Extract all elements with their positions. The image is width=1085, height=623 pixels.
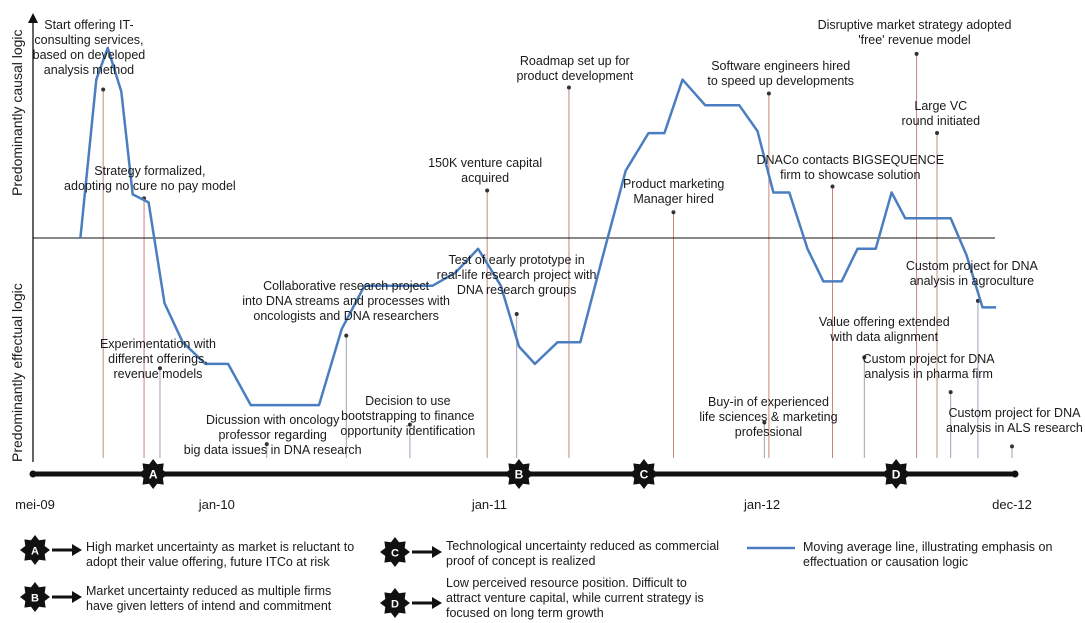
phase-badge-label: A: [149, 468, 158, 482]
y-axis-label-causal: Predominantly causal logic: [9, 29, 25, 196]
annotation-label: Custom project for DNA analysis in ALS r…: [946, 406, 1083, 436]
phase-badge-label: C: [640, 468, 649, 482]
legend-arrow-icon: [52, 544, 82, 556]
svg-text:D: D: [391, 599, 399, 611]
legend-text-c: Technological uncertainty reduced as com…: [446, 539, 720, 568]
annotation-pin-dot: [762, 420, 767, 425]
phase-badge-icon: [503, 459, 534, 489]
annotation-pin-dot: [1010, 444, 1014, 449]
annotation-pin-dot: [948, 390, 953, 395]
annotation-pin-dot: [671, 210, 676, 215]
annotation-pin-dot: [914, 51, 919, 56]
x-tick-label: jan-10: [198, 497, 235, 512]
phase-marker-c: C: [628, 459, 659, 489]
annotation-pin-dot: [566, 85, 571, 90]
annotation-label: Value offering extended with data alignm…: [818, 315, 950, 345]
annotation-label: Disruptive market strategy adopted 'free…: [817, 17, 1012, 47]
annotation-label: Large VC round initiated: [901, 99, 981, 129]
annotation-pin-dot: [766, 91, 771, 96]
phase-markers: A B C D: [138, 459, 912, 489]
legend-badge-a-icon: A: [20, 535, 50, 565]
svg-text:C: C: [391, 548, 399, 560]
annotation-label: Strategy formalized, adopting no cure no…: [64, 164, 236, 194]
annotation-label: Collaborative research project into DNA …: [242, 278, 450, 323]
y-axis-label-effectual: Predominantly effectual logic: [9, 283, 25, 462]
annotation-pin-dot: [157, 366, 162, 371]
annotation-pin-dot: [862, 355, 867, 360]
annotation-pin-dot: [830, 184, 835, 189]
phase-badge-icon: [628, 459, 659, 489]
phase-badge-icon: [138, 459, 169, 489]
legend-text-d: Low perceived resource position. Difficu…: [446, 576, 704, 620]
legend-line-swatch: [747, 546, 795, 550]
legend-text-b: Market uncertainty reduced as multiple f…: [86, 584, 332, 613]
annotation-label: DNACo contacts BIGSEQUENCE firm to showc…: [756, 152, 945, 182]
legend-badge-d-icon: D: [380, 588, 410, 618]
timeline-end-dot: [1011, 470, 1019, 478]
phase-badge-label: B: [515, 468, 524, 482]
legend-badge-c-icon: C: [380, 537, 410, 567]
annotation-label: Decision to use bootstrapping to finance…: [340, 393, 476, 438]
phase-marker-d: D: [881, 459, 912, 489]
annotation-label: 150K venture capital acquired: [428, 156, 543, 186]
annotation-label: Test of early prototype in real-life res…: [436, 252, 597, 297]
phase-marker-b: B: [503, 459, 534, 489]
annotation-label: Roadmap set up for product development: [516, 53, 634, 83]
annotation-pin-dot: [344, 333, 349, 338]
annotation-label: Buy-in of experienced life sciences & ma…: [699, 395, 838, 440]
annotation-pin-dot: [935, 131, 940, 136]
timeline-start-dot: [29, 470, 37, 478]
series-line-group: [79, 46, 997, 407]
annotation-label: Software engineers hired to speed up dev…: [707, 59, 855, 89]
svg-text:B: B: [31, 593, 39, 605]
legend-text-a: High market uncertainty as market is rel…: [86, 540, 355, 569]
annotation-label: Custom project for DNA analysis in agroc…: [905, 258, 1038, 288]
phase-badge-label: D: [892, 468, 901, 482]
annotation-label: Dicussion with oncology professor regard…: [183, 413, 362, 458]
legend-line-text: Moving average line, illustrating emphas…: [803, 540, 1053, 569]
phase-marker-a: A: [138, 459, 169, 489]
x-tick-label: mei-09: [15, 497, 55, 512]
annotation-label: Product marketing Manager hired: [622, 177, 725, 207]
legend-arrow-icon: [52, 591, 82, 603]
x-tick-label: dec-12: [992, 497, 1032, 512]
series-line: [79, 46, 997, 407]
svg-text:A: A: [31, 546, 39, 558]
annotation-pin-dot: [485, 188, 490, 193]
legend-badge-b-icon: B: [20, 582, 50, 612]
annotation-label: Custom project for DNA analysis in pharm…: [862, 352, 995, 382]
legend-arrow-icon: [412, 597, 442, 609]
annotation-label: Experimentation with different offerings…: [99, 337, 216, 382]
legend-arrow-icon: [412, 546, 442, 558]
x-tick-label: jan-12: [743, 497, 781, 512]
y-axis-arrowhead: [28, 13, 38, 23]
phase-badge-icon: [881, 459, 912, 489]
annotation-pin-dot: [407, 422, 412, 427]
annotation-pin-dot: [101, 87, 106, 92]
annotation-label: Start offering IT- consulting services, …: [32, 17, 146, 77]
annotation-pin-dot: [264, 442, 269, 447]
annotation-pins: [101, 51, 1014, 458]
annotation-pin-dot: [514, 311, 519, 316]
x-tick-label: jan-11: [471, 497, 507, 512]
